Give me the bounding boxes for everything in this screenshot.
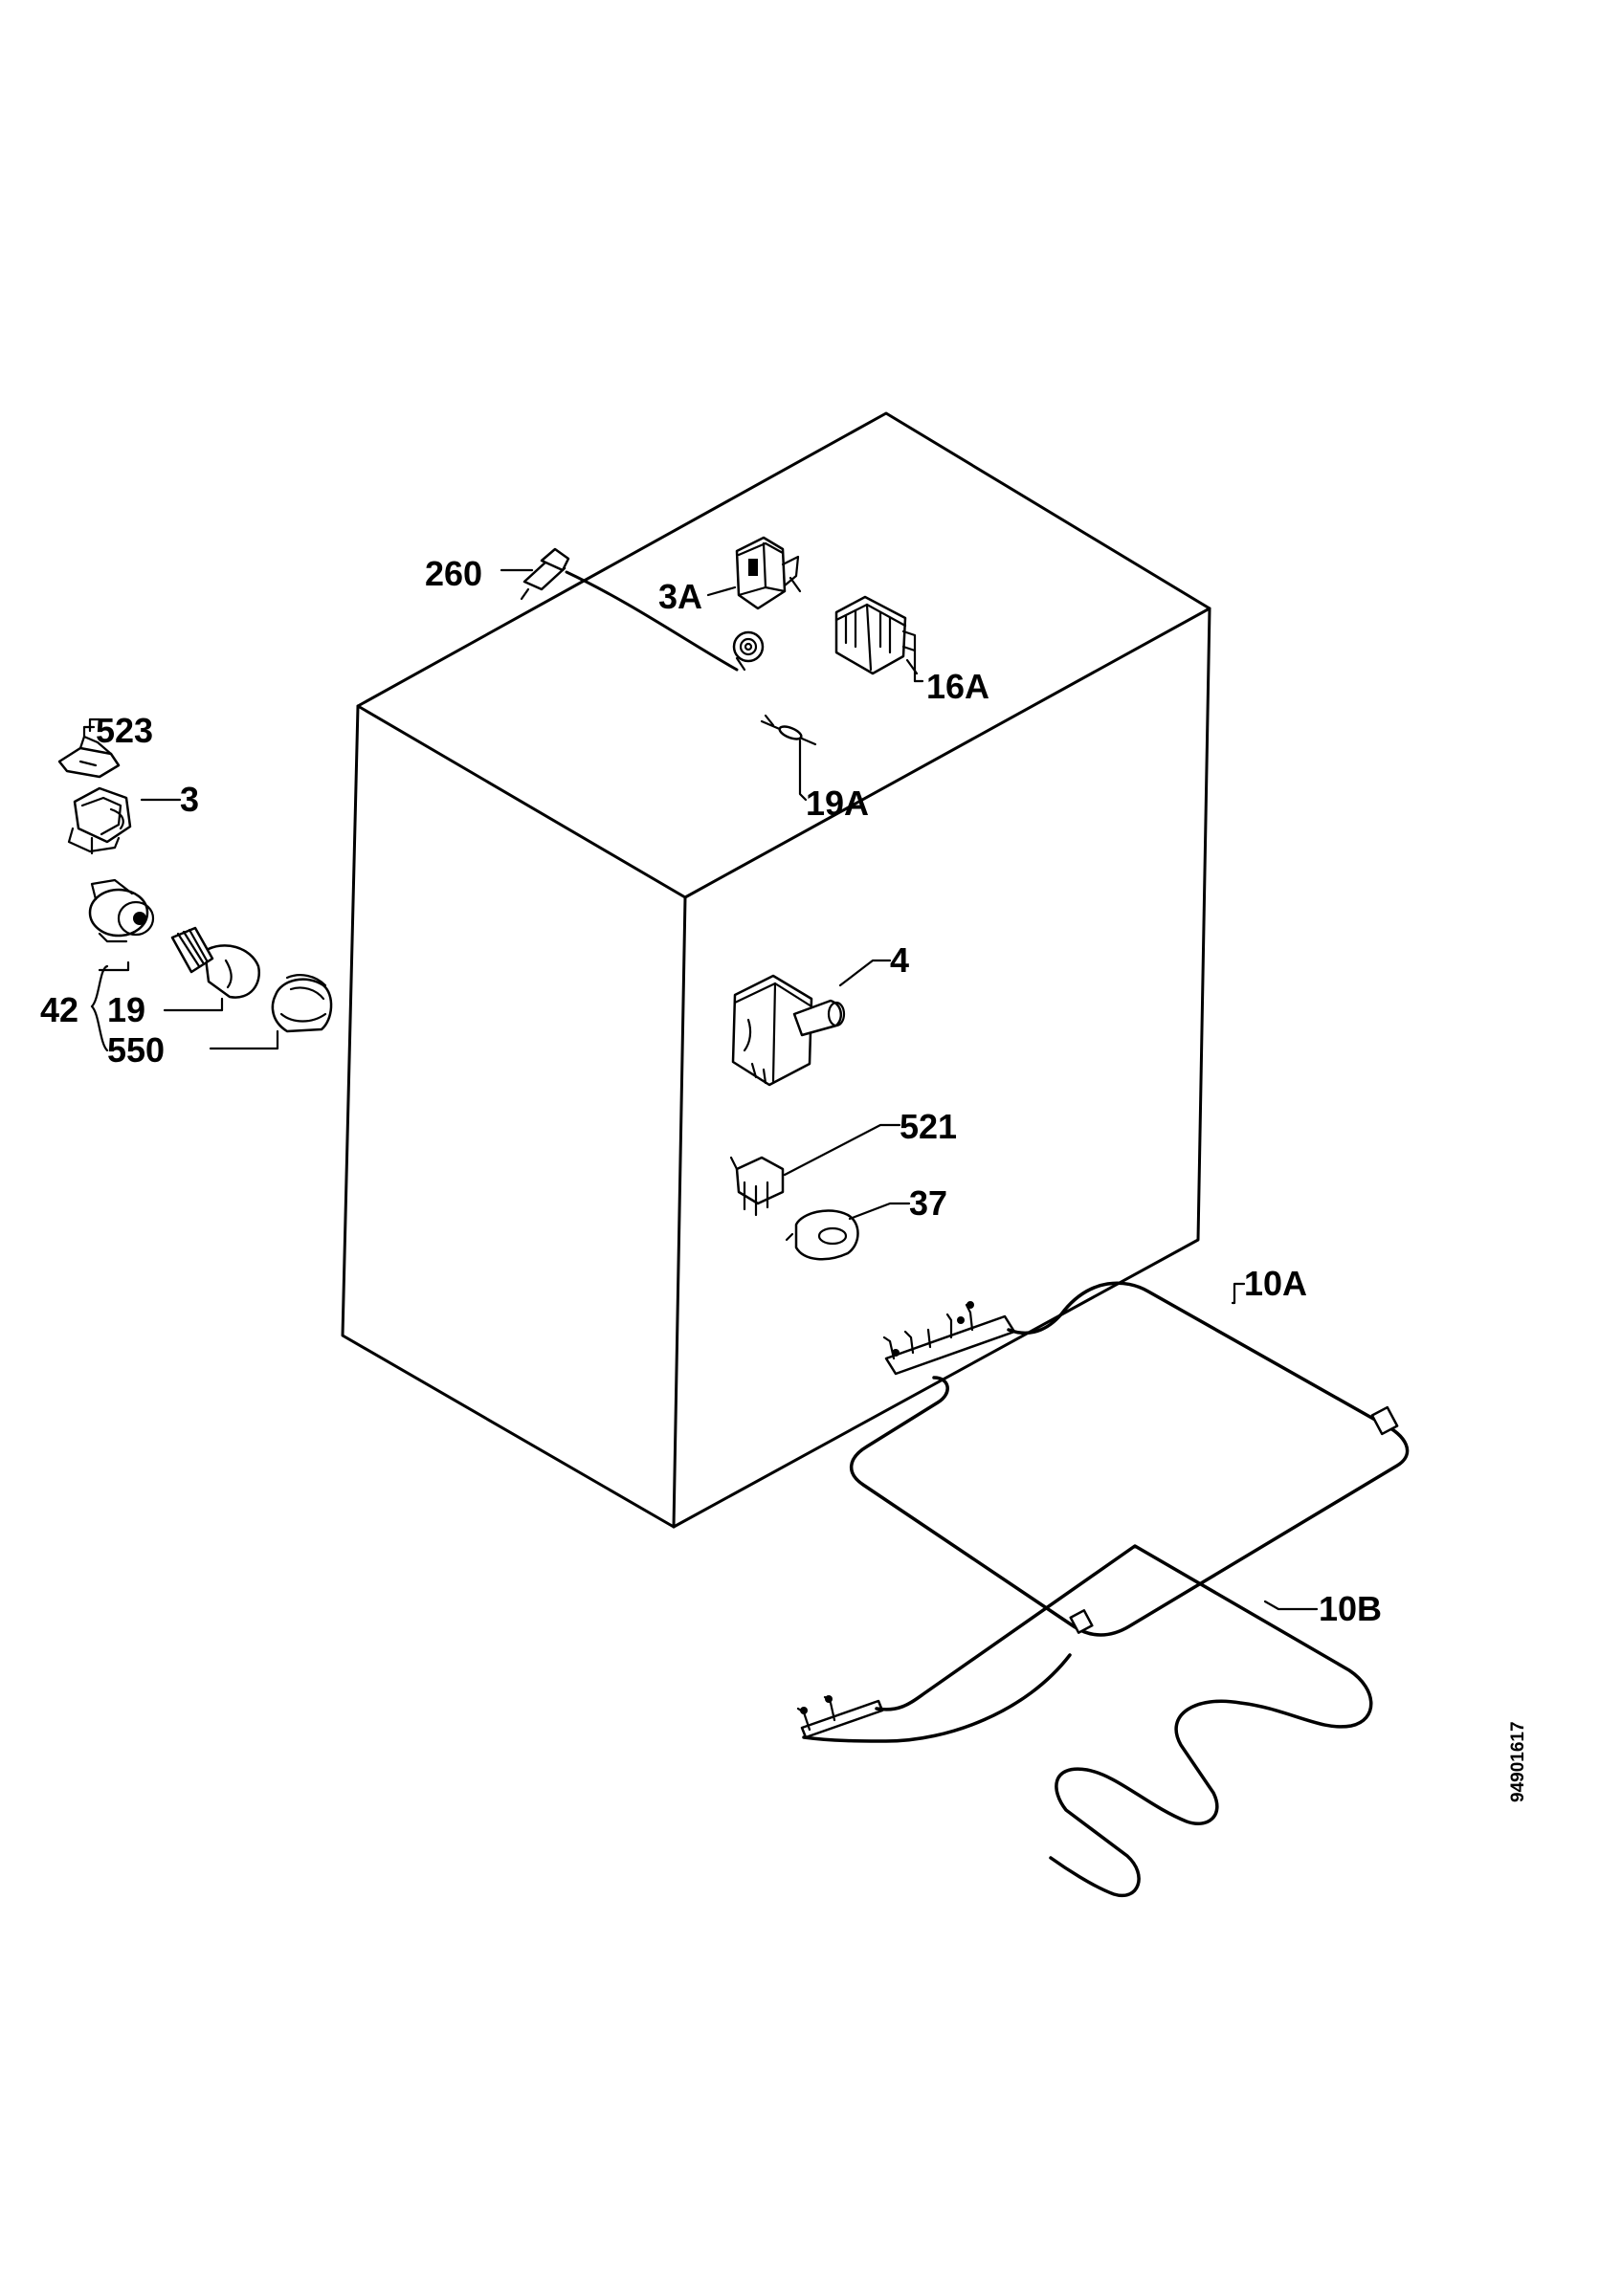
label-260: 260 (425, 554, 482, 593)
part-523-clip (57, 725, 121, 779)
oven-cabinet (341, 411, 1211, 1529)
part-10B-bottom-element (796, 1544, 1373, 1898)
label-3A: 3A (658, 577, 702, 616)
label-19: 19 (107, 990, 145, 1029)
part-42-lamp-socket (88, 878, 155, 943)
label-10A: 10A (1244, 1264, 1307, 1303)
part-labels: 260 3A 16A 19A 523 3 42 19 550 4 521 37 … (40, 554, 1528, 1802)
part-10A-grill-element (850, 1281, 1410, 1637)
label-521: 521 (900, 1107, 957, 1146)
part-19-lamp-bulb (170, 926, 261, 999)
label-4: 4 (890, 940, 909, 980)
part-521-switch (729, 1123, 901, 1217)
part-37-indicator-lamp (785, 1202, 911, 1261)
cabinet-right-face (672, 607, 1211, 1529)
cabinet-left-face (341, 704, 687, 1529)
part-3A-thermostat (706, 536, 802, 610)
part-16A-switch (834, 595, 924, 683)
label-10B: 10B (1319, 1589, 1382, 1628)
label-19A: 19A (806, 784, 869, 823)
label-42: 42 (40, 990, 78, 1029)
drawing-reference-number: 94901617 (1508, 1721, 1528, 1802)
leader-lines (88, 718, 279, 1052)
part-260-thermostat-probe (500, 547, 765, 672)
label-523: 523 (96, 711, 153, 750)
part-4-selector-switch (731, 959, 892, 1087)
part-3-lamp-holder (67, 786, 182, 855)
part-550-lamp-cover (271, 974, 333, 1033)
part-19A-sensor (760, 714, 817, 802)
cabinet-top-face (356, 411, 1211, 899)
label-37: 37 (909, 1183, 947, 1223)
label-3: 3 (180, 780, 199, 819)
label-16A: 16A (926, 667, 989, 706)
label-550: 550 (107, 1030, 165, 1070)
